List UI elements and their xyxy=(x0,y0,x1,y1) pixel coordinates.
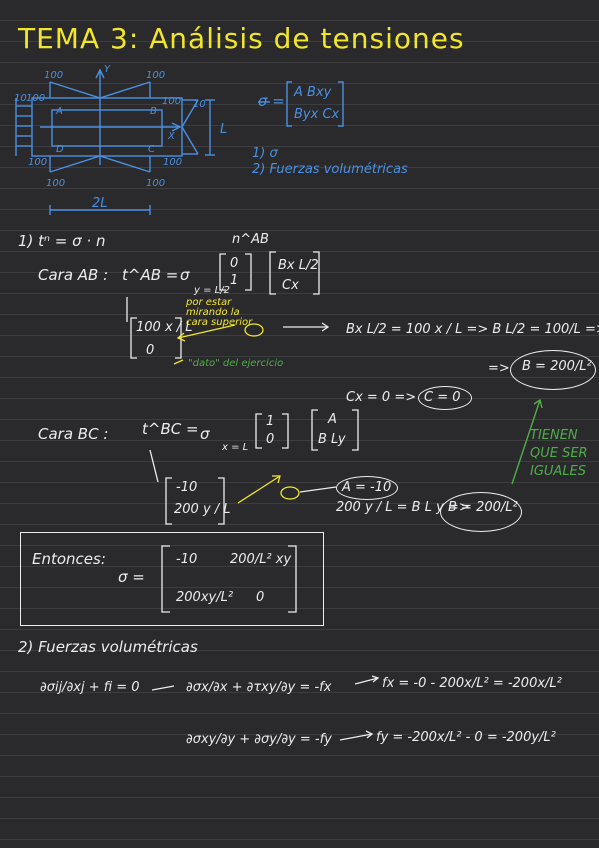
m11: -10 xyxy=(176,552,198,567)
sigma-row-2: Byx Cx xyxy=(294,107,340,122)
res-x: fx = -0 - 200x/L² = -200x/L² xyxy=(382,676,562,691)
eq-2: 200 y / L = B L y => xyxy=(336,500,470,515)
entonces-box xyxy=(20,532,324,626)
step-2: 2) Fuerzas volumétricas xyxy=(252,162,408,177)
load-label-top-left: 100 xyxy=(44,70,64,81)
sigma-ab: σ xyxy=(180,266,190,284)
n-bc-0: 1 xyxy=(266,414,275,429)
m21: 200xy/L² xyxy=(176,590,234,605)
given-bc-0: -10 xyxy=(176,480,198,495)
tienen-line-1: TIENEN xyxy=(530,428,578,443)
load-label-left-a: 10 xyxy=(14,93,27,104)
n-ab-label: n^AB xyxy=(232,232,269,247)
res-bc-0: A xyxy=(328,412,337,427)
step-1: 1) σ xyxy=(252,146,278,161)
corner-b: B xyxy=(150,106,157,117)
sigma-symbol: σ = xyxy=(258,92,285,110)
corner-a: A xyxy=(56,106,63,117)
a-result: A = -10 xyxy=(342,480,392,495)
eq-1b: => xyxy=(488,361,510,376)
res-ab-1: Cx xyxy=(282,278,299,293)
sigma-row-1: A Bxy xyxy=(294,85,332,100)
section-1-heading: 1) tⁿ = σ · n xyxy=(18,232,106,250)
height-label: L xyxy=(220,122,228,137)
n-bc-1: 0 xyxy=(266,432,275,447)
y-axis-label: Y xyxy=(104,64,111,75)
cx-eq: Cx = 0 => xyxy=(346,390,417,405)
tienen-line-2: QUE SER xyxy=(530,446,588,461)
sub-bc: x = L xyxy=(222,442,249,453)
eq-1: Bx L/2 = 100 x / L => B L/2 = 100/L => xyxy=(346,322,599,337)
eq-y: ∂σxy/∂y + ∂σy/∂y = -fy xyxy=(186,732,332,747)
entonces-label: Entonces: xyxy=(32,550,106,568)
note-line-2: mirando la xyxy=(186,307,240,318)
t-bc: t^BC = xyxy=(142,420,199,438)
corner-d: D xyxy=(56,144,64,155)
b-result-2-circle xyxy=(440,492,522,532)
given-ab-0: 100 x / L xyxy=(136,320,193,335)
load-label-bottom-right: 100 xyxy=(163,157,183,168)
cara-bc-label: Cara BC : xyxy=(38,425,109,443)
cara-ab-label: Cara AB : xyxy=(38,266,109,284)
res-ab-0: Bx L/2 xyxy=(278,258,319,273)
load-label-top-right: 100 xyxy=(146,70,166,81)
b-result-1: B = 200/L² xyxy=(522,359,592,374)
m22: 0 xyxy=(256,590,265,605)
gen-eq: ∂σij/∂xj + fi = 0 xyxy=(40,680,140,695)
corner-c: C xyxy=(148,144,155,155)
load-label-right-top: 100 xyxy=(162,96,182,107)
width-label: 2L xyxy=(92,196,108,211)
n-ab-0: 0 xyxy=(230,256,239,271)
res-bc-1: B Ly xyxy=(318,432,346,447)
sub-ab: y = L/2 xyxy=(194,285,230,296)
note-line-3: cara superior xyxy=(186,317,253,328)
page-title: TEMA 3: Análisis de tensiones xyxy=(18,22,465,55)
sigma-bc: σ xyxy=(200,425,210,443)
c-result-circle xyxy=(418,386,472,410)
note-line-1: por estar xyxy=(186,297,232,308)
tienen-line-3: IGUALES xyxy=(530,464,587,479)
c-result: C = 0 xyxy=(424,390,461,405)
load-label-right-edge: 10 xyxy=(193,99,206,110)
dato-note: "dato" del ejercicio xyxy=(188,358,284,369)
given-ab-1: 0 xyxy=(146,343,155,358)
load-label-bottom-left: 100 xyxy=(28,157,48,168)
x-axis-label: X xyxy=(168,131,175,142)
given-bc-1: 200 y / L xyxy=(174,502,231,517)
load-label-low-left: 100 xyxy=(46,178,66,189)
eq-x: ∂σx/∂x + ∂τxy/∂y = -fx xyxy=(186,680,332,695)
entonces-sigma: σ = xyxy=(118,568,145,586)
section-2-heading: 2) Fuerzas volumétricas xyxy=(18,638,198,656)
load-label-low-right: 100 xyxy=(146,178,166,189)
a-result-circle xyxy=(336,476,398,500)
res-y: fy = -200x/L² - 0 = -200y/L² xyxy=(376,730,556,745)
m12: 200/L² xy xyxy=(230,552,292,567)
t-ab: t^AB = xyxy=(122,266,179,284)
b-result-2: B = 200/L² xyxy=(448,500,518,515)
b-result-1-circle xyxy=(510,350,596,390)
n-ab-1: 1 xyxy=(230,273,239,288)
load-label-left-b: 100 xyxy=(26,93,46,104)
